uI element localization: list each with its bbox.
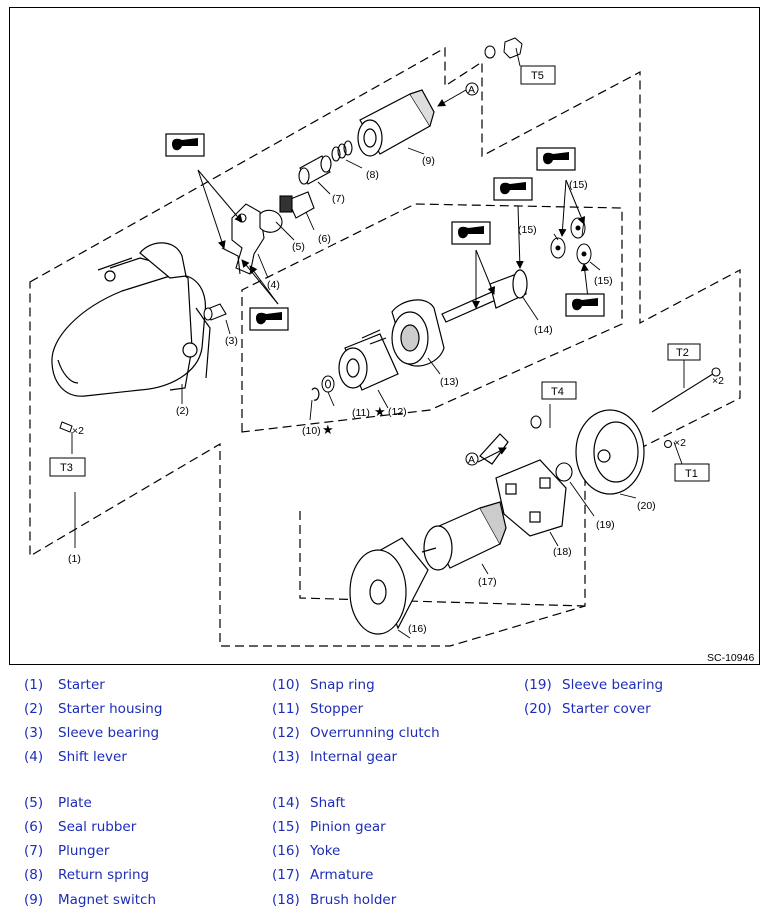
multiplier-t3: ×2 [72, 425, 84, 437]
multiplier-t2: ×2 [712, 375, 724, 387]
torque-t1: T1 [685, 468, 698, 480]
star-mark-10: ★ [322, 422, 334, 437]
sleeve-bearing-part [203, 303, 227, 321]
callout-4: (4) [267, 279, 280, 291]
outline-rear-group [299, 511, 586, 607]
magnet-switch-part [357, 89, 435, 157]
parts-legend: (1)Starter (2)Starter housing (3)Sleeve … [24, 677, 664, 908]
armature-part [421, 501, 507, 571]
torque-t5: T5 [531, 70, 544, 82]
callout-10: (10) [302, 425, 321, 437]
callout-20: (20) [637, 500, 656, 512]
internal-gear-part [391, 299, 445, 367]
callout-9: (9) [422, 155, 435, 167]
callout-13: (13) [440, 376, 459, 388]
brush-holder-part [479, 433, 567, 537]
stopper-part [321, 375, 335, 393]
yoke-part [349, 537, 429, 635]
callout-16: (16) [408, 623, 427, 635]
snap-ring-part [311, 387, 320, 401]
callout-15a: (15) [518, 224, 537, 236]
callout-11: (11) [352, 407, 370, 419]
callout-17: (17) [478, 576, 497, 588]
diagram-canvas: T5 T2 T1 T3 T4 ×2 ×2 ×2 A A (1) (2) (3) … [29, 37, 754, 664]
callout-18: (18) [553, 546, 572, 558]
multiplier-t1: ×2 [674, 437, 686, 449]
callout-7: (7) [332, 193, 345, 205]
callout-8: (8) [366, 169, 379, 181]
outline-clutch-group [241, 203, 623, 433]
ref-mark-a-bottom: A [468, 454, 475, 466]
callout-15b: (15) [569, 179, 588, 191]
bolt-t1 [664, 440, 672, 448]
figure-code: SC-10946 [707, 652, 754, 664]
seal-rubber-part [279, 191, 315, 219]
torque-t3: T3 [60, 462, 73, 474]
pinion-gear-part [550, 217, 592, 265]
torque-t4: T4 [551, 386, 564, 398]
nut-t4 [530, 415, 542, 429]
return-spring-part [331, 140, 353, 162]
rear-sleeve-bearing-part [555, 462, 573, 482]
plate-part [259, 209, 283, 233]
callout-6: (6) [318, 233, 331, 245]
shaft-part [441, 269, 528, 323]
callout-5: (5) [292, 241, 305, 253]
bolt-t2 [651, 367, 721, 413]
bolt-t3 [59, 421, 73, 433]
starter-cover-part [575, 409, 645, 495]
plunger-part [298, 155, 332, 185]
callout-3: (3) [225, 335, 238, 347]
callout-2: (2) [176, 405, 189, 417]
callout-14: (14) [534, 324, 553, 336]
star-mark-11: ★ [374, 404, 386, 419]
torque-t2: T2 [676, 347, 689, 359]
callout-15c: (15) [594, 275, 613, 287]
callout-19: (19) [596, 519, 615, 531]
outline-main [29, 46, 741, 647]
overrunning-clutch-part [338, 329, 399, 391]
exploded-diagram: T5 T2 T1 T3 T4 ×2 ×2 ×2 A A (1) (2) (3) … [9, 7, 760, 665]
callout-12: (12) [388, 406, 407, 418]
starter-housing-part [51, 242, 211, 397]
shift-lever-part [221, 203, 265, 275]
callout-1: (1) [68, 553, 81, 565]
ref-mark-a-top: A [468, 84, 475, 96]
